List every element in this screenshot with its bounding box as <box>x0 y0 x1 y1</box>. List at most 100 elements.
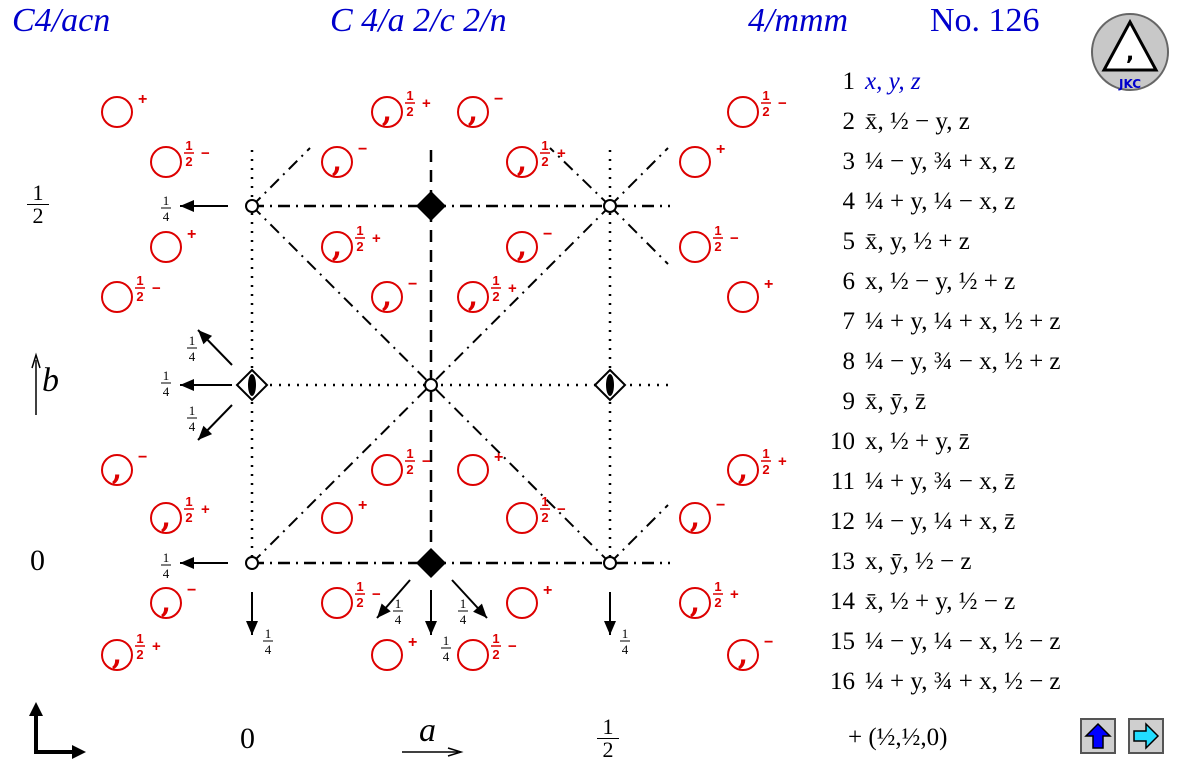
arrowhead-icon <box>31 352 41 369</box>
quarter-label: 4 <box>163 384 170 399</box>
up-arrow-icon <box>1084 722 1112 749</box>
next-button[interactable] <box>1128 718 1164 754</box>
enantiomorph-comma-icon: , <box>517 144 527 179</box>
height-sign: − <box>152 280 161 297</box>
atom-position-icon <box>679 231 711 263</box>
height-half: 1 <box>356 579 363 594</box>
quarter-label: 4 <box>395 612 402 627</box>
a-axis-label: a <box>419 712 436 749</box>
height-half: 1 <box>185 138 192 153</box>
height-sign: + <box>543 582 552 599</box>
quarter-label: 1 <box>163 193 170 208</box>
up-button[interactable] <box>1080 718 1116 754</box>
enantiomorph-comma-icon: , <box>738 452 748 487</box>
height-half: 2 <box>406 462 413 477</box>
height-half: 2 <box>185 510 192 525</box>
height-half: 1 <box>406 446 413 461</box>
height-half: 1 <box>762 88 769 103</box>
enantiomorph-comma-icon: , <box>382 279 392 314</box>
height-half: 1 <box>185 494 192 509</box>
height-sign: − <box>778 95 787 112</box>
atom-position-icon <box>101 454 133 486</box>
y-zero-label: 0 <box>30 544 45 577</box>
twofold-lens-icon <box>606 374 614 396</box>
height-half: 2 <box>541 154 548 169</box>
height-sign: + <box>716 141 725 158</box>
arrowhead-icon <box>198 425 213 440</box>
quarter-label: 1 <box>189 333 196 348</box>
arrowhead-icon <box>425 621 437 635</box>
general-positions: +,12+,−12−12−,−,12+++,12+,−12−12−,−,12++… <box>101 88 787 672</box>
height-half: 2 <box>714 595 721 610</box>
atom-position-icon <box>371 281 403 313</box>
atom-position-icon <box>457 96 489 128</box>
short-symbol: C4/acn <box>12 2 111 39</box>
inversion-center-icon <box>603 556 617 570</box>
height-half: 2 <box>185 154 192 169</box>
inversion-center-icon <box>424 378 438 392</box>
inversion-center-icon <box>245 556 259 570</box>
height-sign: − <box>508 638 517 655</box>
height-sign: − <box>358 141 367 158</box>
enantiomorph-comma-icon: , <box>332 144 342 179</box>
height-half: 1 <box>356 223 363 238</box>
height-half: 2 <box>356 239 363 254</box>
height-sign: − <box>408 276 417 293</box>
height-half: 2 <box>714 239 721 254</box>
point-group: 4/mmm <box>748 2 849 39</box>
jkc-logo-icon: , JKC <box>1091 13 1169 91</box>
atom-position-icon <box>457 454 489 486</box>
atom-position-icon <box>679 587 711 619</box>
atom-position-icon <box>506 231 538 263</box>
arrowhead-icon <box>198 330 213 345</box>
height-sign: − <box>764 634 773 651</box>
quarter-label: 4 <box>265 642 272 657</box>
quarter-label: 1 <box>265 626 272 641</box>
atom-position-icon <box>727 454 759 486</box>
arrowhead-icon <box>180 379 194 391</box>
atom-position-icon <box>101 639 133 671</box>
enantiomorph-comma-icon: , <box>690 585 700 620</box>
height-sign: − <box>716 497 725 514</box>
enantiomorph-comma-icon: , <box>382 94 392 129</box>
fourfold-rotoinversion-icon <box>416 548 446 578</box>
arrowhead-icon <box>29 702 43 716</box>
height-sign: − <box>138 449 147 466</box>
centering-vector: + (½,½,0) <box>848 724 948 751</box>
atom-position-icon <box>150 502 182 534</box>
diagonal-glide <box>609 147 669 207</box>
atom-position-icon <box>457 281 489 313</box>
height-half: 1 <box>492 631 499 646</box>
height-sign: − <box>730 230 739 247</box>
svg-text:,: , <box>1126 41 1134 66</box>
inversion-center-icon <box>603 199 617 213</box>
quarter-label: 1 <box>443 633 450 648</box>
atom-position-icon <box>727 639 759 671</box>
quarter-label: 4 <box>163 209 170 224</box>
enantiomorph-comma-icon: , <box>332 229 342 264</box>
height-sign: + <box>372 230 381 247</box>
height-half: 2 <box>356 595 363 610</box>
height-half: 2 <box>406 104 413 119</box>
enantiomorph-comma-icon: , <box>161 585 171 620</box>
height-half: 1 <box>762 446 769 461</box>
arrowhead-icon <box>180 200 194 212</box>
quarter-label: 4 <box>622 642 629 657</box>
height-sign: + <box>508 280 517 297</box>
height-sign: − <box>557 501 566 518</box>
atom-position-icon <box>506 146 538 178</box>
atom-position-icon <box>150 587 182 619</box>
